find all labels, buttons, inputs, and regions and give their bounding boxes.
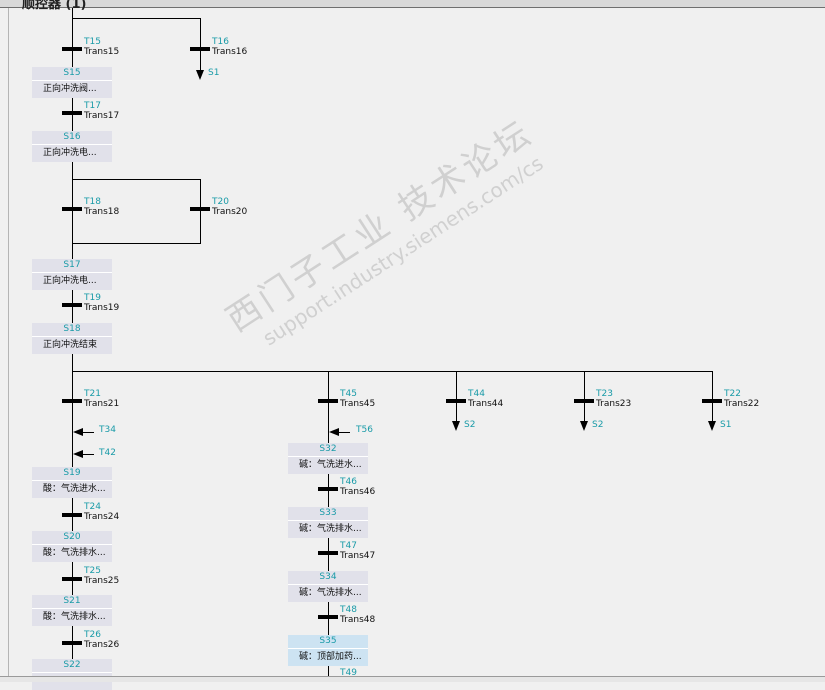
horizontal-scrollbar[interactable] [0,676,825,682]
editor-header [0,0,825,8]
branch-line [584,371,585,421]
jump-target[interactable]: S1 [720,420,732,430]
branch-line [72,18,201,19]
incoming-jump-arrow-icon [329,428,339,436]
branch-line [200,179,201,243]
jump-arrow-icon [452,421,460,431]
gutter-divider [8,8,9,676]
incoming-jump-source[interactable]: T42 [99,448,116,458]
jump-target[interactable]: S2 [464,420,476,430]
jump-arrow-icon [196,70,204,80]
branch-line [712,371,713,421]
branch-line [72,371,713,372]
branch-line [456,371,457,421]
jump-arrow-icon [580,421,588,431]
jump-arrow-icon [708,421,716,431]
incoming-jump-source[interactable]: T56 [356,425,373,435]
branch-line [200,18,201,74]
incoming-jump-source[interactable]: T34 [99,425,116,435]
branch-line [72,243,201,244]
incoming-jump-arrow-icon [73,428,83,436]
jump-target[interactable]: S2 [592,420,604,430]
incoming-jump-arrow-icon [73,450,83,458]
sequence-title: 顺控器 (1) [22,0,87,12]
branch-line [72,179,201,180]
step-S22[interactable]: S22 [32,659,112,690]
jump-target[interactable]: S1 [208,68,220,78]
